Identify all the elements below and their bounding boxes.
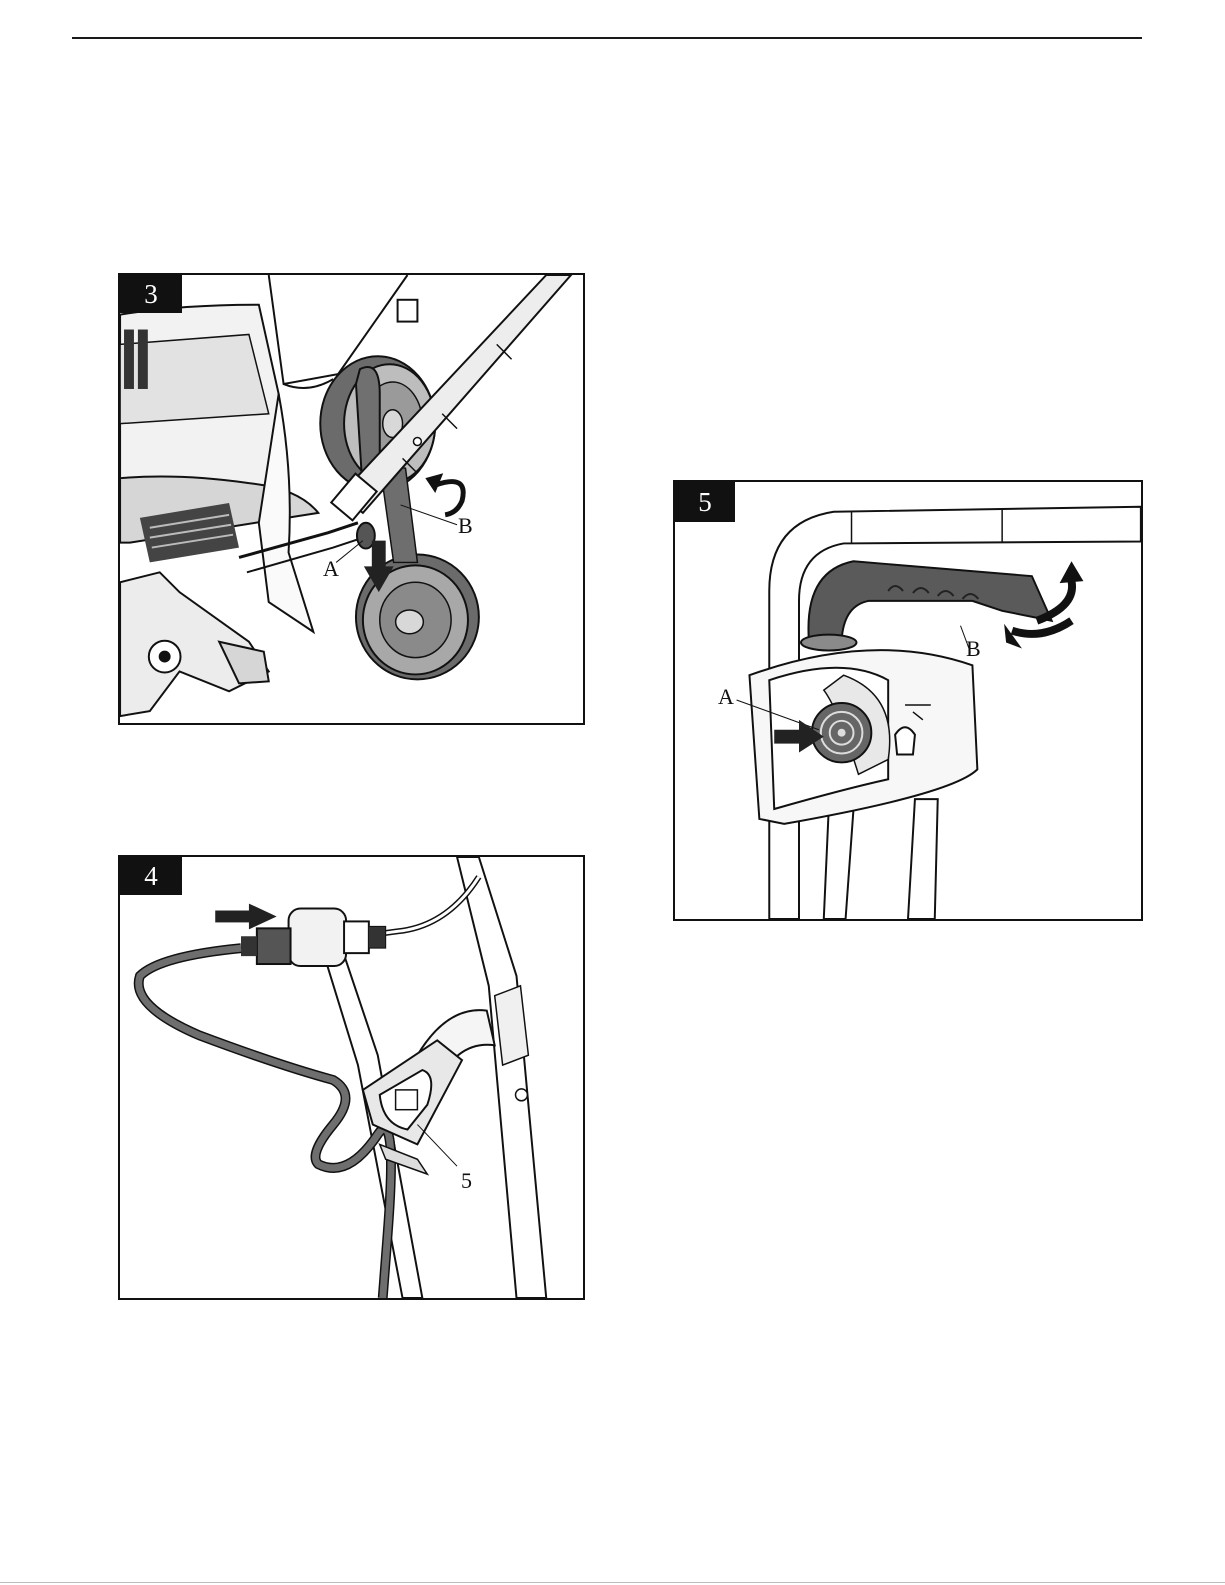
figure-5: 5 — [673, 480, 1143, 921]
header-rule — [72, 37, 1142, 39]
push-arrow-icon — [215, 904, 276, 930]
figure-number-badge: 3 — [120, 275, 182, 313]
figure-4: 4 5 — [118, 855, 585, 1300]
figure-number-badge: 4 — [120, 857, 182, 895]
callout-b: B — [458, 513, 473, 539]
callout-a: A — [718, 684, 734, 710]
callout-5: 5 — [461, 1168, 472, 1194]
footer-rule — [0, 1582, 1225, 1583]
callout-b: B — [966, 636, 981, 662]
cord-connection-illustration — [120, 857, 583, 1298]
plug-icon — [289, 909, 346, 966]
figure-number-badge: 5 — [675, 482, 735, 522]
figure-3: 3 — [118, 273, 585, 725]
switch-button-icon — [812, 703, 871, 762]
callout-a: A — [323, 556, 339, 582]
rotate-arrow-icon — [425, 473, 463, 515]
wheel-assembly-illustration — [120, 275, 583, 723]
switch-box-illustration — [675, 482, 1141, 919]
